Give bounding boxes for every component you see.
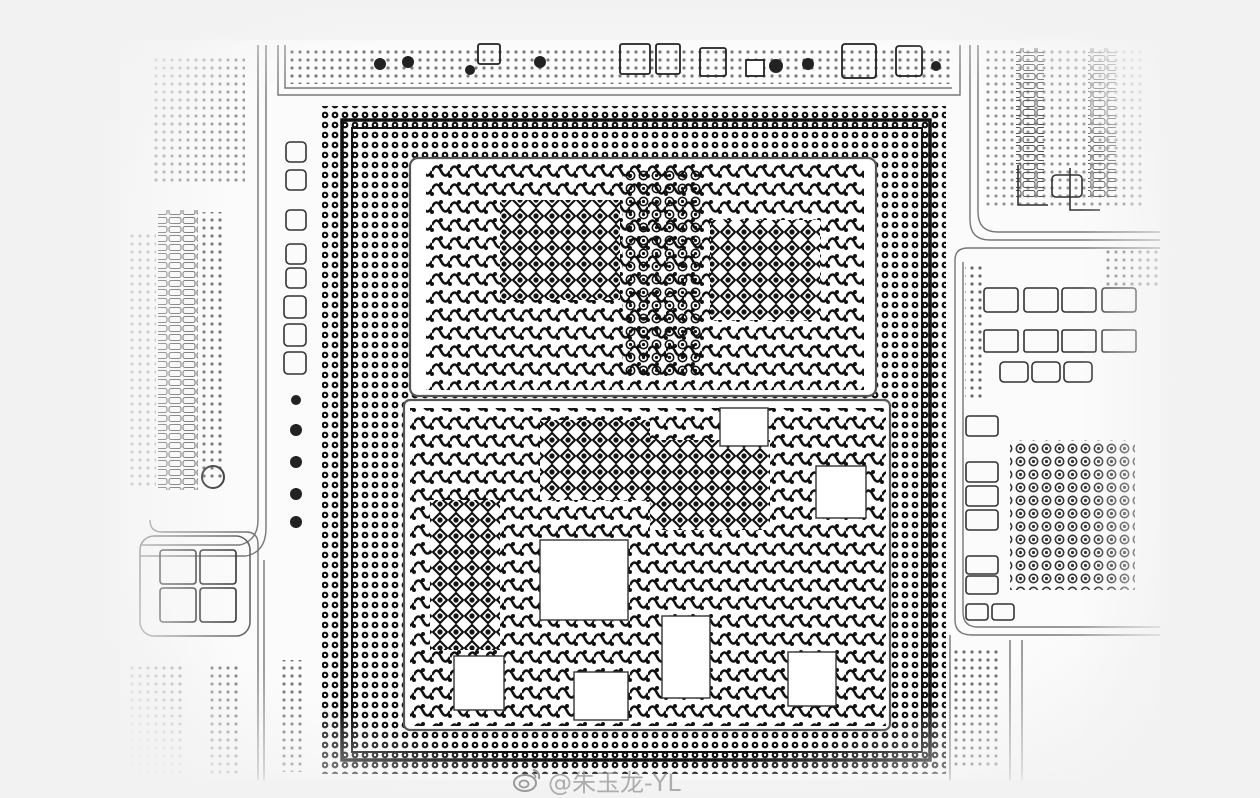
- top-component-row: [290, 43, 950, 84]
- soc-package: [322, 106, 946, 774]
